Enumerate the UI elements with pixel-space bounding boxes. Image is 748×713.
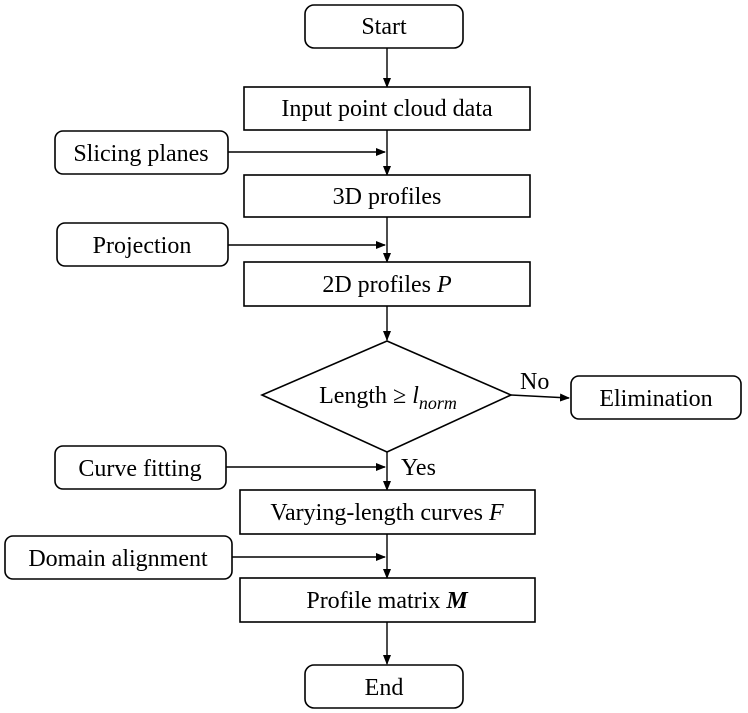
domain-alignment-label: Domain alignment xyxy=(28,546,208,572)
matrix-node: Profile matrix M xyxy=(239,577,536,623)
matrix-symbol: M xyxy=(445,588,469,614)
curve-fitting-label: Curve fitting xyxy=(78,456,201,482)
decision-subscript: norm xyxy=(419,393,457,413)
matrix-text: Profile matrix xyxy=(306,588,446,614)
curves-text: Varying-length curves xyxy=(270,500,489,526)
slicing-label: Slicing planes xyxy=(73,141,208,167)
start-node: Start xyxy=(304,4,464,49)
decision-label: Length ≥ lnorm xyxy=(319,383,457,413)
start-label: Start xyxy=(361,14,407,40)
slicing-planes-node: Slicing planes xyxy=(54,130,229,175)
decision-symbol: l xyxy=(412,383,419,409)
curves-node: Varying-length curves F xyxy=(239,489,536,535)
profiles-2d-node: 2D profiles P xyxy=(243,261,531,307)
profiles-2d-text: 2D profiles xyxy=(322,272,437,298)
yes-label: Yes xyxy=(401,455,436,481)
profiles-3d-node: 3D profiles xyxy=(243,174,531,218)
profiles-3d-label: 3D profiles xyxy=(333,184,442,210)
no-label: No xyxy=(520,369,549,395)
elimination-label: Elimination xyxy=(599,386,712,412)
curves-label: Varying-length curves F xyxy=(270,500,504,526)
projection-label: Projection xyxy=(93,233,192,259)
profiles-2d-symbol: P xyxy=(436,272,452,298)
matrix-label: Profile matrix M xyxy=(306,588,469,614)
projection-node: Projection xyxy=(56,222,229,267)
arrow-decision-to-elimination xyxy=(510,393,570,402)
length-decision: Length ≥ lnorm xyxy=(260,340,513,453)
domain-alignment-node: Domain alignment xyxy=(4,535,233,580)
profiles-2d-label: 2D profiles P xyxy=(322,272,452,298)
end-label: End xyxy=(365,675,404,701)
end-node: End xyxy=(304,664,464,709)
curve-fitting-node: Curve fitting xyxy=(54,445,227,490)
input-label: Input point cloud data xyxy=(281,96,493,122)
curves-symbol: F xyxy=(488,500,504,526)
elimination-node: Elimination xyxy=(570,375,742,420)
input-node: Input point cloud data xyxy=(243,86,531,131)
decision-text: Length ≥ xyxy=(319,383,412,409)
